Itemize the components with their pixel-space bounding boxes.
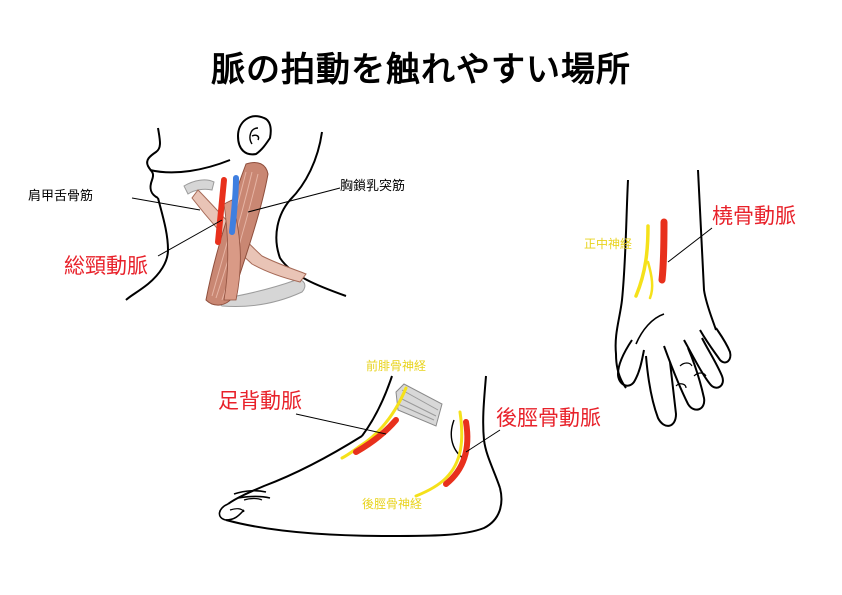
radial-artery: [658, 218, 668, 284]
page-title: 脈の拍動を触れやすい場所: [211, 50, 631, 90]
posterior-tibial-leader: [465, 429, 501, 453]
tibial-nerve: [414, 410, 464, 498]
jugular-vein: [229, 175, 239, 235]
median-nerve-label: 正中神経: [584, 237, 633, 251]
toe-nails: [229, 497, 263, 513]
median-nerve-branch: [646, 260, 654, 300]
dorsalis-pedis-artery-label: 足背動脈: [218, 389, 302, 413]
hand-figure: [614, 169, 732, 427]
omohyoid-label: 肩甲舌骨筋: [28, 189, 94, 204]
neck-jaw-outline: [149, 159, 231, 174]
foot-sole-outline: [225, 487, 503, 538]
finger-3-outline: [683, 337, 724, 389]
median-nerve: [634, 224, 650, 298]
neck-figure: [125, 115, 347, 307]
finger-2-outline: [663, 345, 706, 411]
neck-face-outline: [146, 127, 161, 199]
posterior-tibial-artery: [443, 419, 471, 487]
knuckle-details: [675, 362, 707, 389]
carotid-artery-label: 総頸動脈: [64, 254, 148, 278]
radial-artery-label: 橈骨動脈: [712, 204, 796, 228]
tibial-nerve-label: 後脛骨神経: [362, 497, 423, 511]
carotid-artery: [215, 177, 227, 245]
forearm-right-outline: [697, 169, 717, 331]
omohyoid-leader: [131, 197, 201, 211]
posterior-tibial-artery-label: 後脛骨動脈: [496, 406, 601, 430]
scalene-muscle: [223, 199, 241, 301]
finger-1-outline: [645, 355, 678, 427]
deep-peroneal-nerve-label: 前腓骨神経: [366, 359, 427, 373]
neck-front-outline: [125, 197, 170, 301]
deep-peroneal-nerve: [340, 386, 408, 460]
hyoid-bone: [183, 179, 215, 195]
shin-front-outline: [361, 375, 393, 437]
dorsalis-pedis-artery: [353, 417, 399, 455]
sternocleidomastoid-label: 胸鎖乳突筋: [340, 179, 406, 194]
foot-figure: [218, 375, 503, 538]
scm-leader: [247, 187, 341, 213]
dorsalis-pedis-leader: [295, 413, 387, 435]
foot-top-outline: [227, 435, 363, 505]
palm-line: [635, 313, 665, 345]
thumb-outline: [616, 339, 645, 387]
carotid-leader: [157, 219, 223, 257]
ear-inner: [249, 127, 260, 145]
retinaculum-stripes: [397, 389, 439, 421]
finger-4-outline: [699, 327, 732, 364]
clavicle-bone: [212, 279, 306, 307]
radial-artery-leader: [667, 227, 713, 263]
neck-back-outline: [275, 131, 347, 297]
